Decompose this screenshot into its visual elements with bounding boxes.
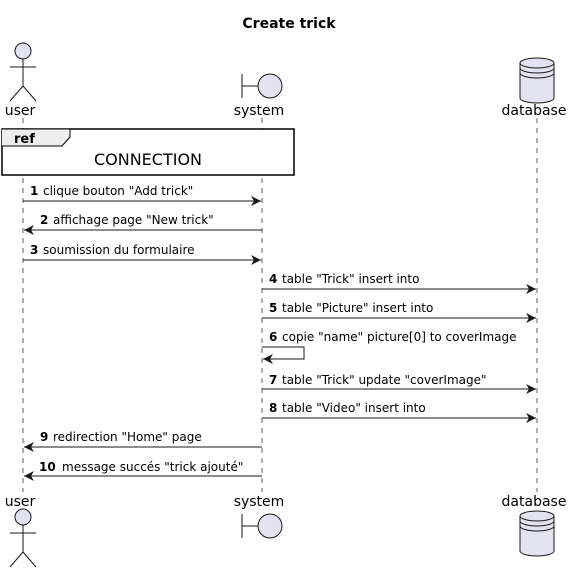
message-text: table "Trick" insert into — [282, 272, 419, 286]
message-5: 5 table "Picture" insert into — [262, 301, 536, 323]
participant-label-system: system — [234, 103, 285, 119]
message-number: 3 — [30, 243, 38, 257]
message-number: 5 — [269, 301, 277, 315]
participant-label-user: user — [5, 494, 36, 510]
message-9: 9 redirection "Home" page — [24, 430, 262, 452]
database-icon — [519, 510, 555, 557]
actor-icon — [9, 42, 37, 102]
message-text: clique bouton "Add trick" — [43, 184, 193, 198]
ref-frame: ref CONNECTION — [1, 128, 295, 176]
participant-label-database: database — [502, 103, 567, 119]
boundary-icon — [241, 73, 283, 99]
message-3: 3 soumission du formulaire — [23, 243, 261, 265]
database-top: database — [502, 57, 567, 119]
message-1: 1 clique bouton "Add trick" — [23, 184, 261, 206]
actor-user-top: user — [5, 42, 37, 119]
message-number: 2 — [40, 213, 48, 227]
participant-label-system: system — [234, 494, 285, 510]
participant-label-database: database — [502, 494, 567, 510]
participant-label-user: user — [5, 103, 36, 119]
message-text: table "Video" insert into — [282, 401, 426, 415]
message-text: copie "name" picture[0] to coverImage — [282, 330, 517, 344]
message-number: 7 — [269, 373, 277, 387]
message-number: 1 — [30, 184, 38, 198]
message-number: 4 — [269, 272, 277, 286]
message-text: soumission du formulaire — [43, 243, 195, 257]
message-text: table "Picture" insert into — [282, 301, 433, 315]
message-8: 8 table "Video" insert into — [262, 401, 536, 423]
message-text: affichage page "New trick" — [53, 213, 214, 227]
diagram-title: Create trick — [242, 16, 336, 32]
boundary-system-bottom: system — [234, 494, 285, 539]
ref-text: CONNECTION — [94, 150, 202, 169]
boundary-system-top: system — [234, 73, 285, 119]
message-4: 4 table "Trick" insert into — [262, 272, 536, 294]
message-number: 9 — [40, 430, 48, 444]
boundary-icon — [241, 513, 283, 539]
message-text: table "Trick" update "coverImage" — [282, 373, 487, 387]
message-number: 8 — [269, 401, 277, 415]
actor-user-bottom: user — [5, 494, 37, 568]
message-6: 6 copie "name" picture[0] to coverImage — [262, 330, 517, 364]
ref-keyword: ref — [14, 132, 35, 147]
self-message-arrow — [262, 346, 305, 364]
message-2: 2 affichage page "New trick" — [24, 213, 262, 235]
message-text: redirection "Home" page — [53, 430, 202, 444]
message-text: message succés "trick ajouté" — [62, 460, 243, 474]
message-number: 10 — [39, 460, 56, 474]
database-bottom: database — [502, 494, 567, 557]
database-icon — [519, 57, 555, 104]
actor-icon — [9, 508, 37, 568]
message-7: 7 table "Trick" update "coverImage" — [262, 373, 536, 394]
message-10: 10 message succés "trick ajouté" — [24, 460, 262, 481]
message-number: 6 — [269, 330, 277, 344]
